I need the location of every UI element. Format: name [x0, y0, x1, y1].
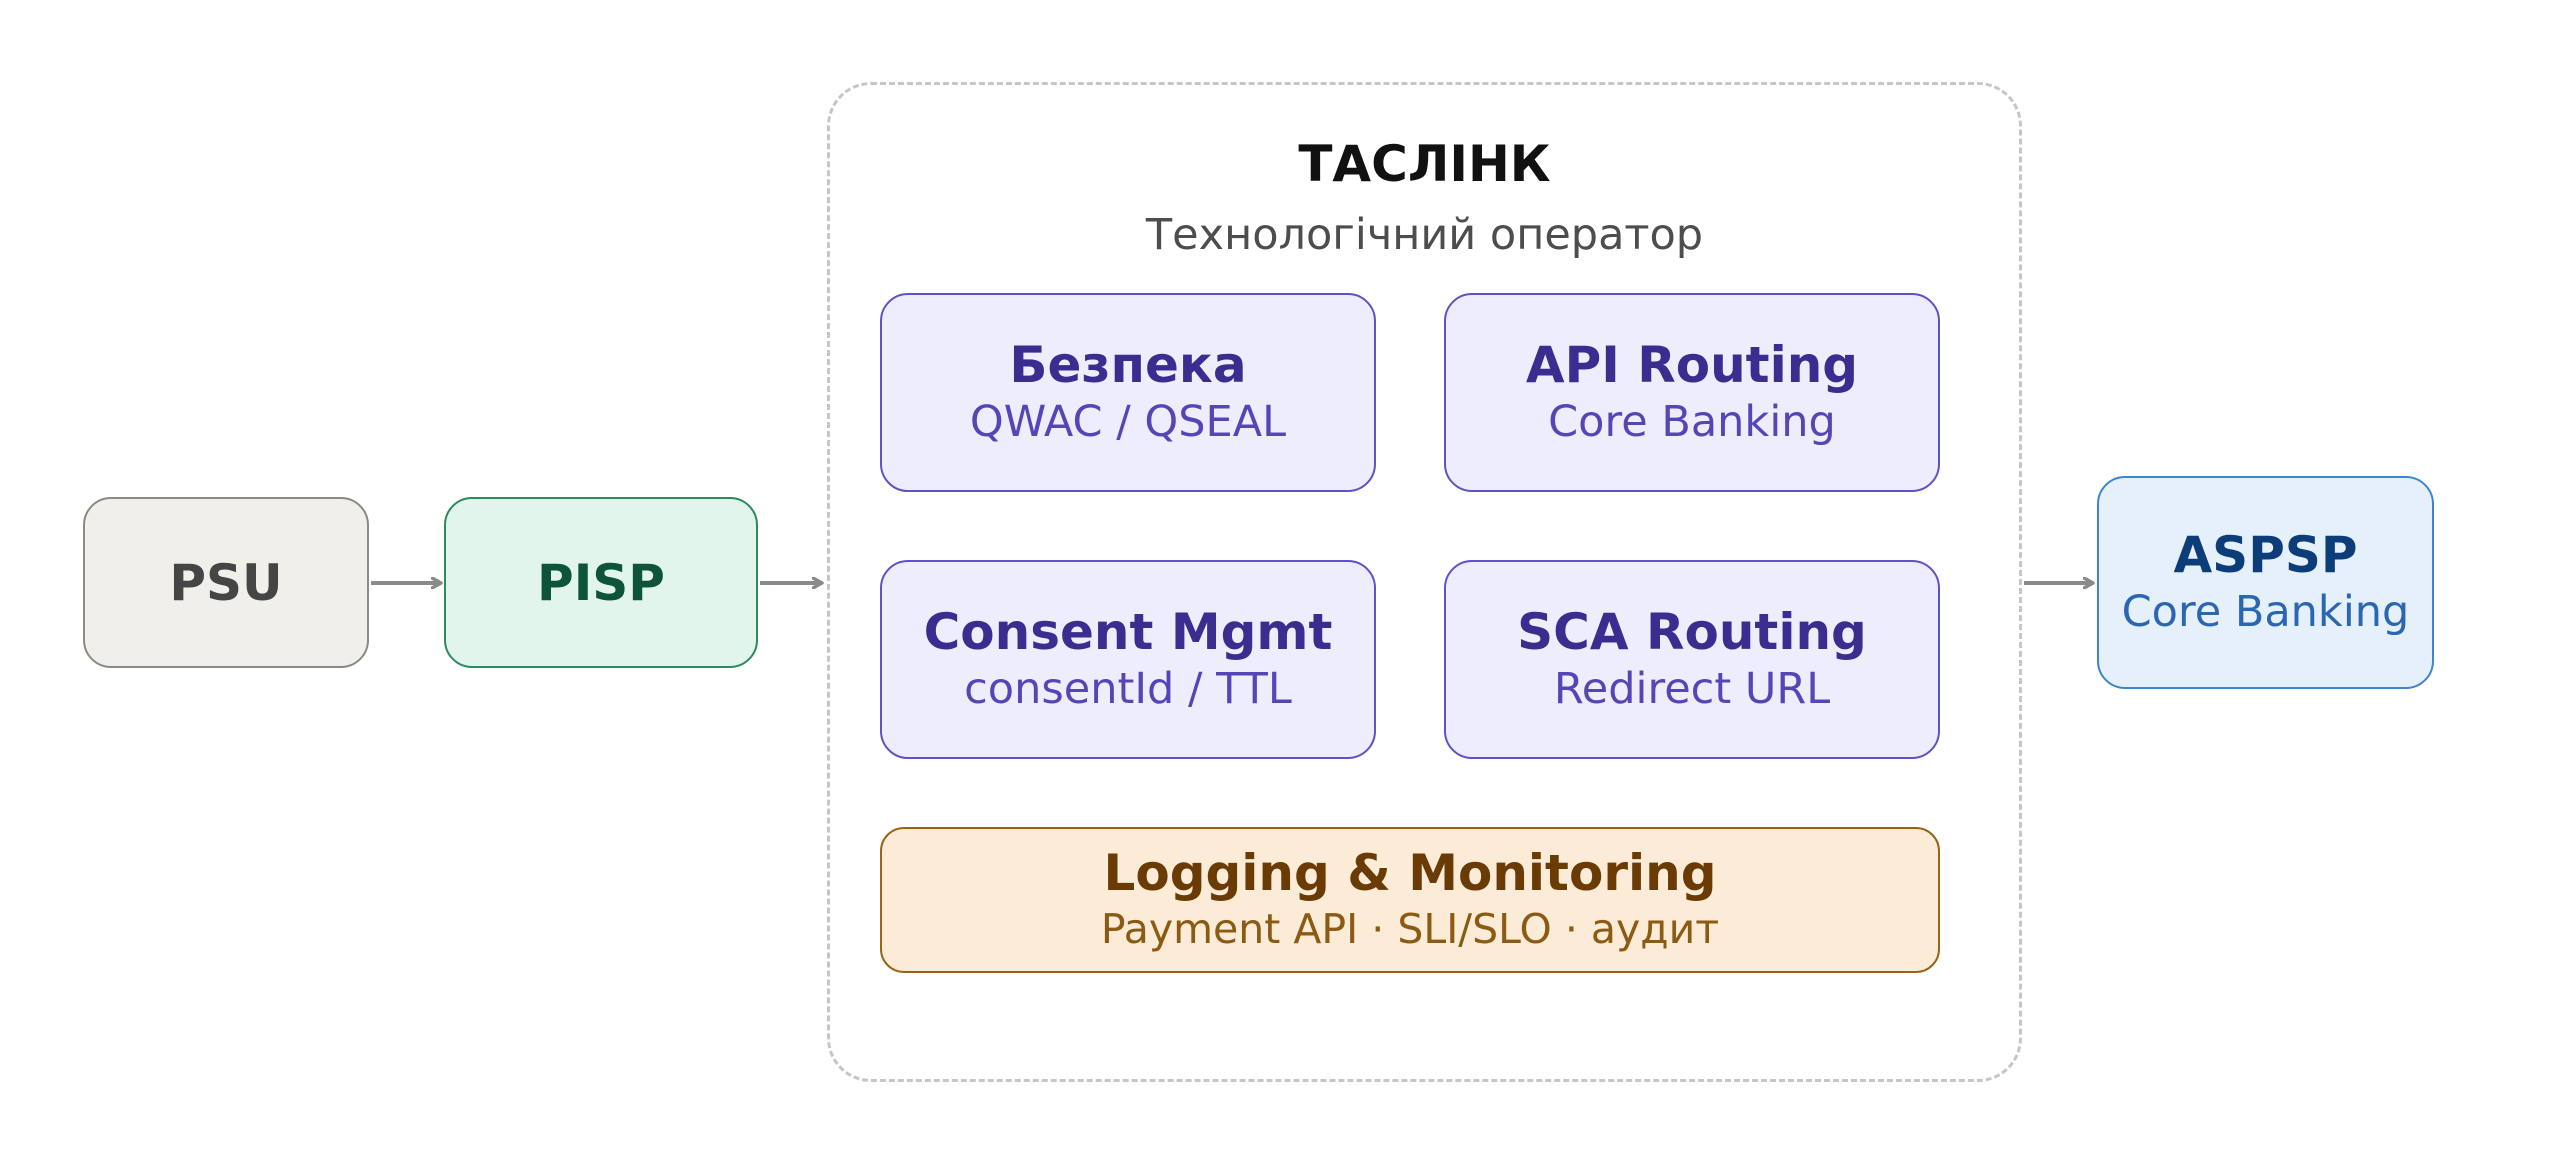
psu-title: PSU [169, 553, 283, 612]
module-sca-subtitle: Redirect URL [1553, 663, 1831, 714]
operator-group [827, 82, 2022, 1082]
module-security-title: Безпека [1009, 335, 1247, 394]
module-consent-title: Consent Mgmt [923, 602, 1333, 661]
module-logging-subtitle: Payment API · SLI/SLO · аудит [1100, 905, 1720, 954]
module-security: Безпека QWAC / QSEAL [880, 293, 1376, 492]
module-logging-title: Logging & Monitoring [1103, 844, 1717, 903]
pisp-title: PISP [537, 553, 665, 612]
operator-subtitle: Технологічний оператор [1145, 210, 1704, 260]
psu-node: PSU [83, 497, 369, 668]
pisp-node: PISP [444, 497, 758, 668]
module-api-routing: API Routing Core Banking [1444, 293, 1940, 492]
module-logging-monitoring: Logging & Monitoring Payment API · SLI/S… [880, 827, 1940, 973]
aspsp-title: ASPSP [2173, 525, 2358, 584]
module-security-subtitle: QWAC / QSEAL [969, 396, 1287, 447]
module-api-routing-title: API Routing [1525, 335, 1859, 394]
module-sca-title: SCA Routing [1517, 602, 1867, 661]
aspsp-subtitle: Core Banking [2121, 586, 2410, 637]
module-sca-routing: SCA Routing Redirect URL [1444, 560, 1940, 759]
operator-title: ТАСЛІНК [1298, 135, 1551, 193]
module-consent-mgmt: Consent Mgmt consentId / TTL [880, 560, 1376, 759]
module-api-routing-subtitle: Core Banking [1548, 396, 1836, 447]
aspsp-node: ASPSP Core Banking [2097, 476, 2434, 689]
module-consent-subtitle: consentId / TTL [964, 663, 1292, 714]
